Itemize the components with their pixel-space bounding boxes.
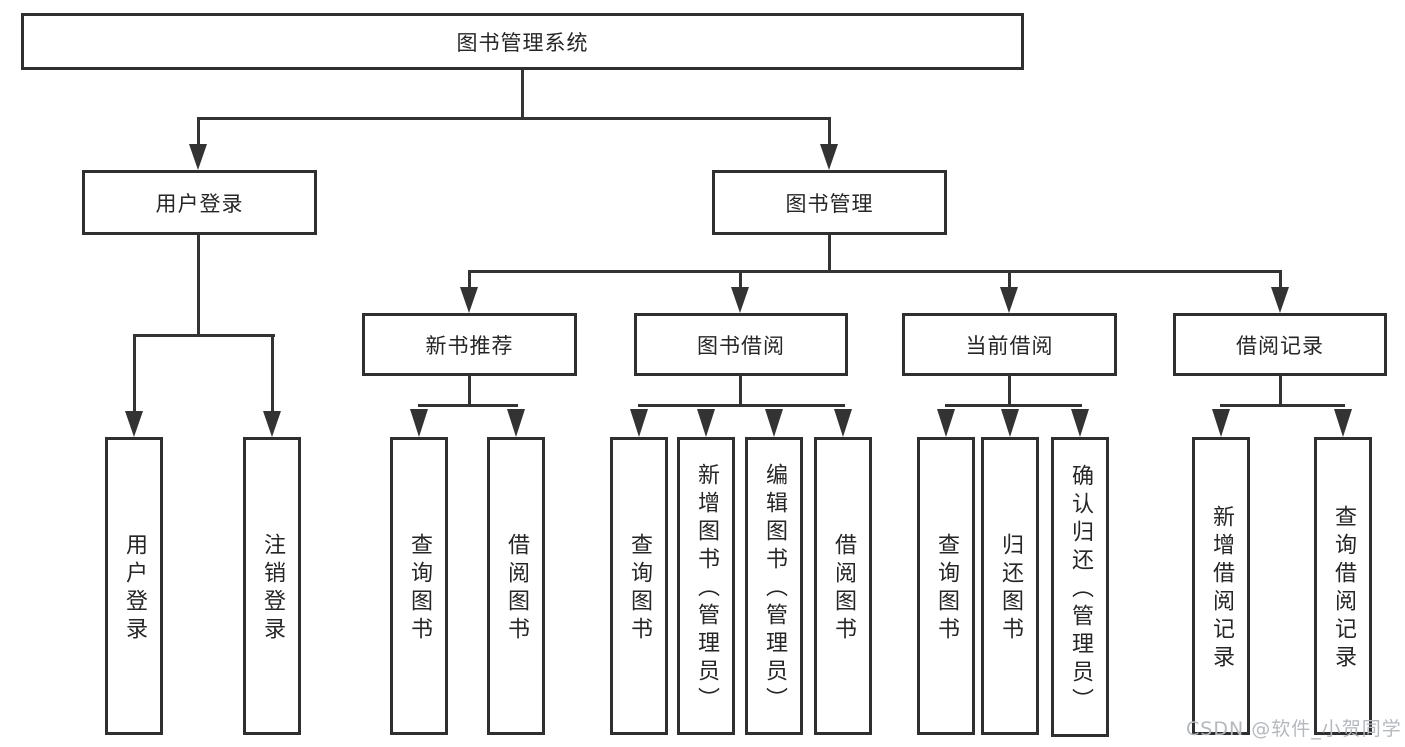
- leaf-query-books: 查询图书: [390, 437, 448, 735]
- connector-drop-book-management: [828, 117, 831, 148]
- arrow-down-icon: [1271, 287, 1289, 313]
- arrow-down-icon: [630, 409, 648, 437]
- arrow-down-icon: [1071, 409, 1089, 437]
- leaf-return-books: 归还图书: [981, 437, 1039, 735]
- node-book-management: 图书管理: [712, 170, 947, 235]
- arrow-down-icon: [731, 287, 749, 313]
- connector-drop-user-login: [197, 117, 200, 148]
- connector-split: [418, 404, 518, 407]
- connector-level3-split: [468, 270, 1282, 273]
- arrow-down-icon: [1000, 287, 1018, 313]
- node-user-login: 用户登录: [82, 170, 317, 235]
- connector-drop-level3: [1279, 270, 1282, 291]
- connector-drop-leaf: [271, 334, 274, 415]
- connector-split: [638, 404, 845, 407]
- connector-root-stub: [521, 70, 524, 120]
- leaf-confirm-return-admin: 确认归还（管理员）: [1051, 437, 1109, 737]
- node-book-borrowing: 图书借阅: [634, 313, 848, 376]
- connector-split: [945, 404, 1082, 407]
- arrow-down-icon: [263, 411, 281, 437]
- arrow-down-icon: [1001, 409, 1019, 437]
- leaf-query-books-2: 查询图书: [610, 437, 668, 735]
- leaf-borrow-books: 借阅图书: [487, 437, 545, 735]
- arrow-down-icon: [1212, 409, 1230, 437]
- arrow-down-icon: [125, 411, 143, 437]
- leaf-add-books-admin: 新增图书（管理员）: [677, 437, 735, 735]
- node-library-management-system: 图书管理系统: [21, 13, 1024, 70]
- watermark-text: CSDN @软件_小贺同学: [1186, 718, 1402, 740]
- connector-user-login-split: [133, 334, 275, 337]
- arrow-down-icon: [507, 409, 525, 437]
- leaf-query-borrow-record: 查询借阅记录: [1314, 437, 1372, 735]
- node-current-borrowing: 当前借阅: [902, 313, 1117, 376]
- leaf-query-books-3: 查询图书: [917, 437, 975, 735]
- connector-stub: [1279, 374, 1282, 407]
- connector-stub: [739, 374, 742, 407]
- arrow-down-icon: [1334, 409, 1352, 437]
- leaf-borrow-books-2: 借阅图书: [814, 437, 872, 735]
- leaf-logout-login: 注销登录: [243, 437, 301, 735]
- connector-drop-level3: [739, 270, 742, 291]
- connector-level1-split: [197, 117, 831, 120]
- arrow-down-icon: [410, 409, 428, 437]
- arrow-down-icon: [820, 144, 838, 170]
- leaf-user-login: 用户登录: [105, 437, 163, 735]
- connector-stub: [468, 374, 471, 407]
- connector-drop-level3: [1008, 270, 1011, 291]
- node-borrowing-records: 借阅记录: [1173, 313, 1387, 376]
- arrow-down-icon: [834, 409, 852, 437]
- connector-user-login-stub: [197, 235, 200, 337]
- arrow-down-icon: [189, 144, 207, 170]
- connector-drop-leaf: [133, 334, 136, 415]
- connector-drop-level3: [468, 270, 471, 291]
- node-new-book-recommendation: 新书推荐: [362, 313, 577, 376]
- leaf-edit-books-admin: 编辑图书（管理员）: [745, 437, 803, 735]
- arrow-down-icon: [460, 287, 478, 313]
- arrow-down-icon: [937, 409, 955, 437]
- arrow-down-icon: [697, 409, 715, 437]
- connector-book-management-stub: [828, 235, 831, 273]
- leaf-add-borrow-record: 新增借阅记录: [1192, 437, 1250, 735]
- connector-stub: [1008, 374, 1011, 407]
- arrow-down-icon: [765, 409, 783, 437]
- connector-split: [1220, 404, 1345, 407]
